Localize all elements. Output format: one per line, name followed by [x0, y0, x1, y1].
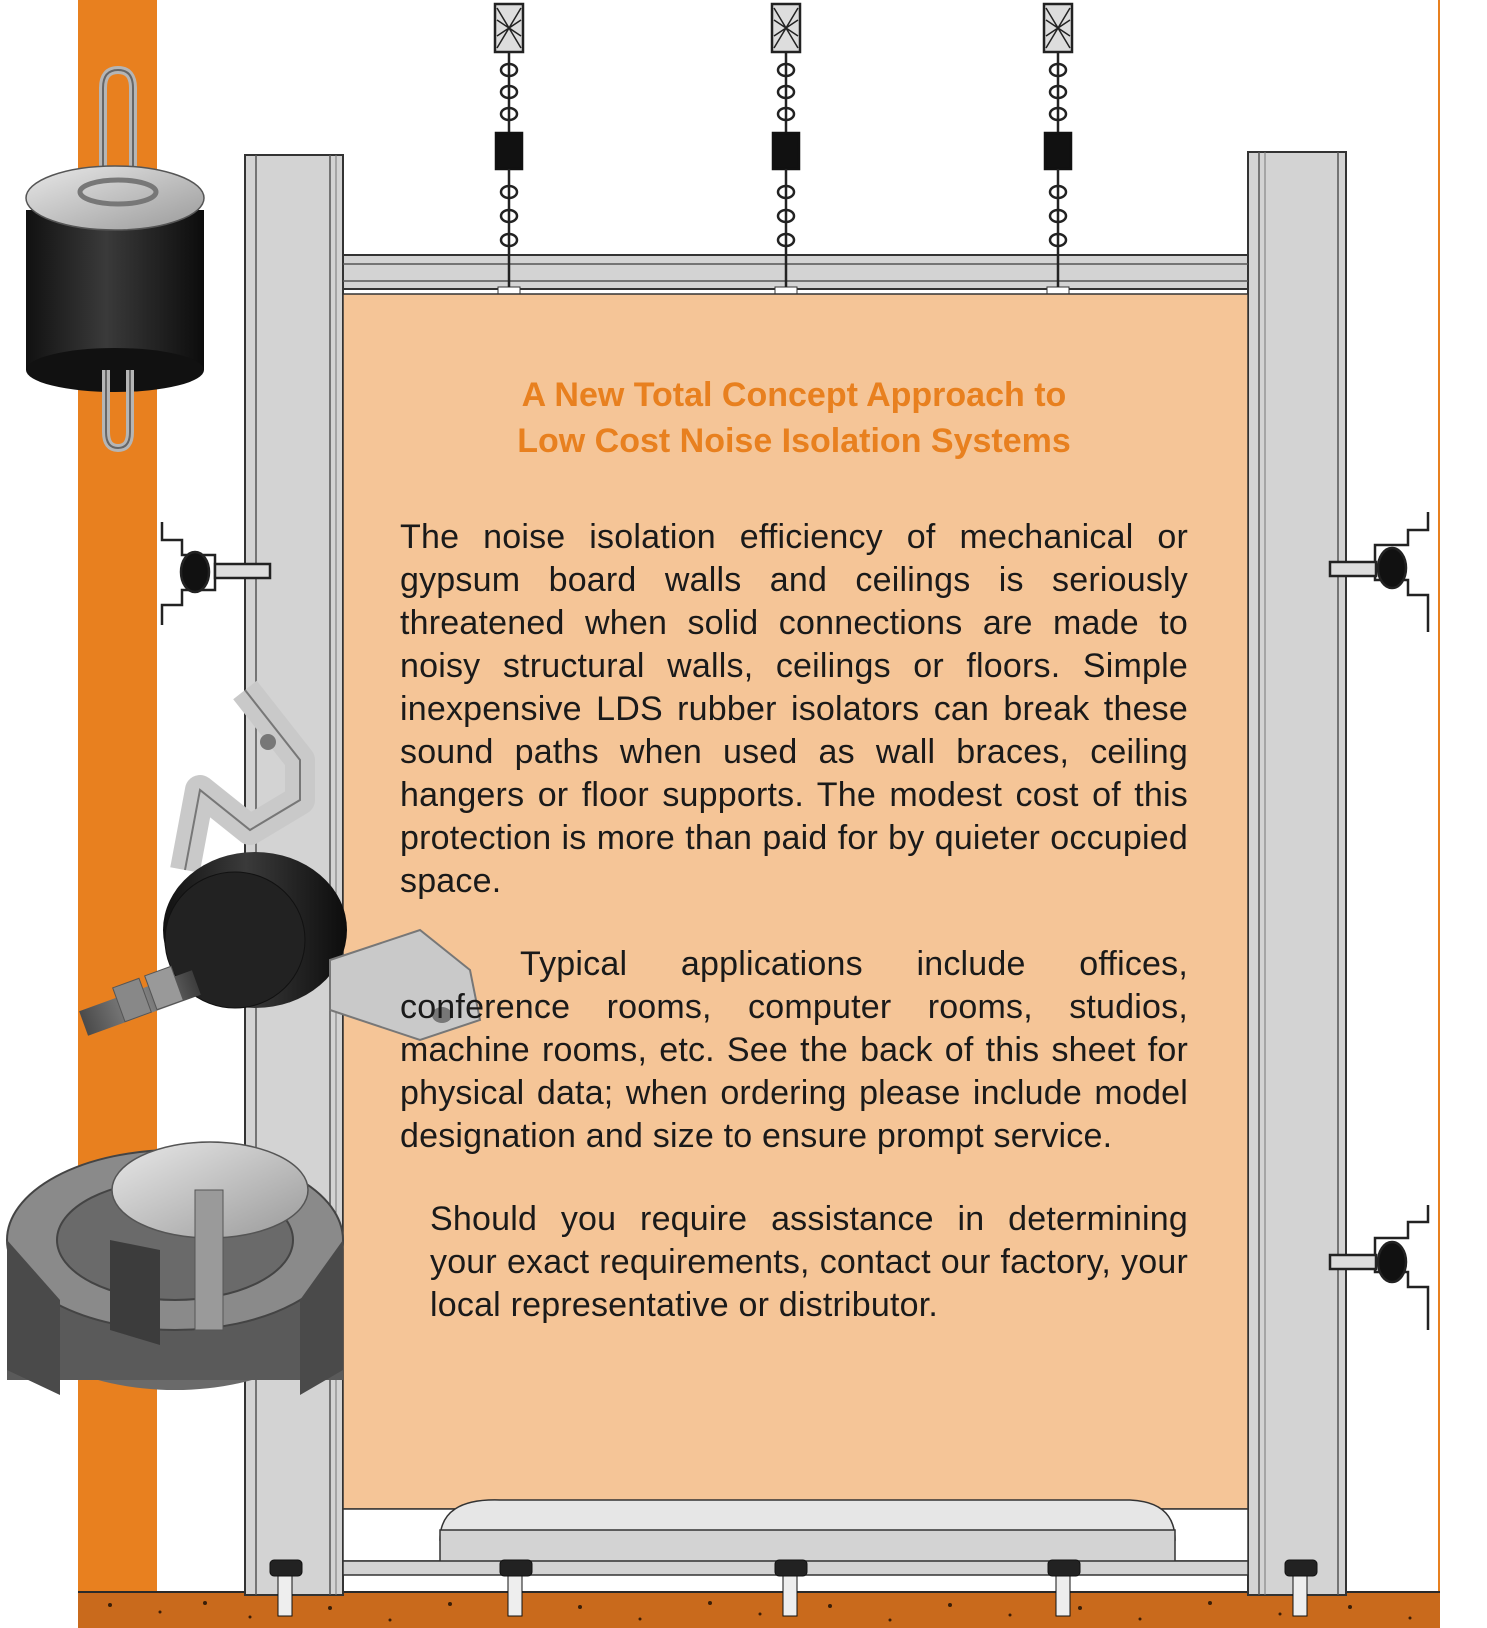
- wall-brace-bracket-right-lower: [1328, 1205, 1430, 1330]
- wall-brace-isolator-icon: [79, 680, 482, 1042]
- ceiling-channel: [342, 254, 1249, 295]
- right-wall-stud: [1247, 151, 1347, 1596]
- chain-hanger-icon: [493, 2, 1074, 287]
- floor-bolt-icon: [269, 1559, 1318, 1617]
- intro-paragraph: The noise isolation efficiency of mechan…: [400, 518, 1188, 900]
- panel-text-block: A New Total Concept Approach to Low Cost…: [400, 372, 1188, 1327]
- assistance-paragraph: Should you require assistance in determi…: [430, 1200, 1188, 1324]
- floor-mount-isolator-icon: [6, 1141, 344, 1395]
- page-title-line-1: A New Total Concept Approach to: [521, 376, 1067, 414]
- applications-paragraph: Typical applications include offices, co…: [400, 945, 1188, 1155]
- floor-track: [342, 1499, 1249, 1576]
- wall-brace-bracket-right-upper: [1328, 512, 1430, 632]
- gypsum-board-panel: [342, 293, 1249, 1510]
- page-title-line-2: Low Cost Noise Isolation Systems: [517, 422, 1071, 460]
- ceiling-hanger-isolator-icon: [25, 65, 205, 453]
- page-title: A New Total Concept Approach to Low Cost…: [400, 372, 1188, 464]
- wall-brace-bracket-left: [160, 522, 272, 625]
